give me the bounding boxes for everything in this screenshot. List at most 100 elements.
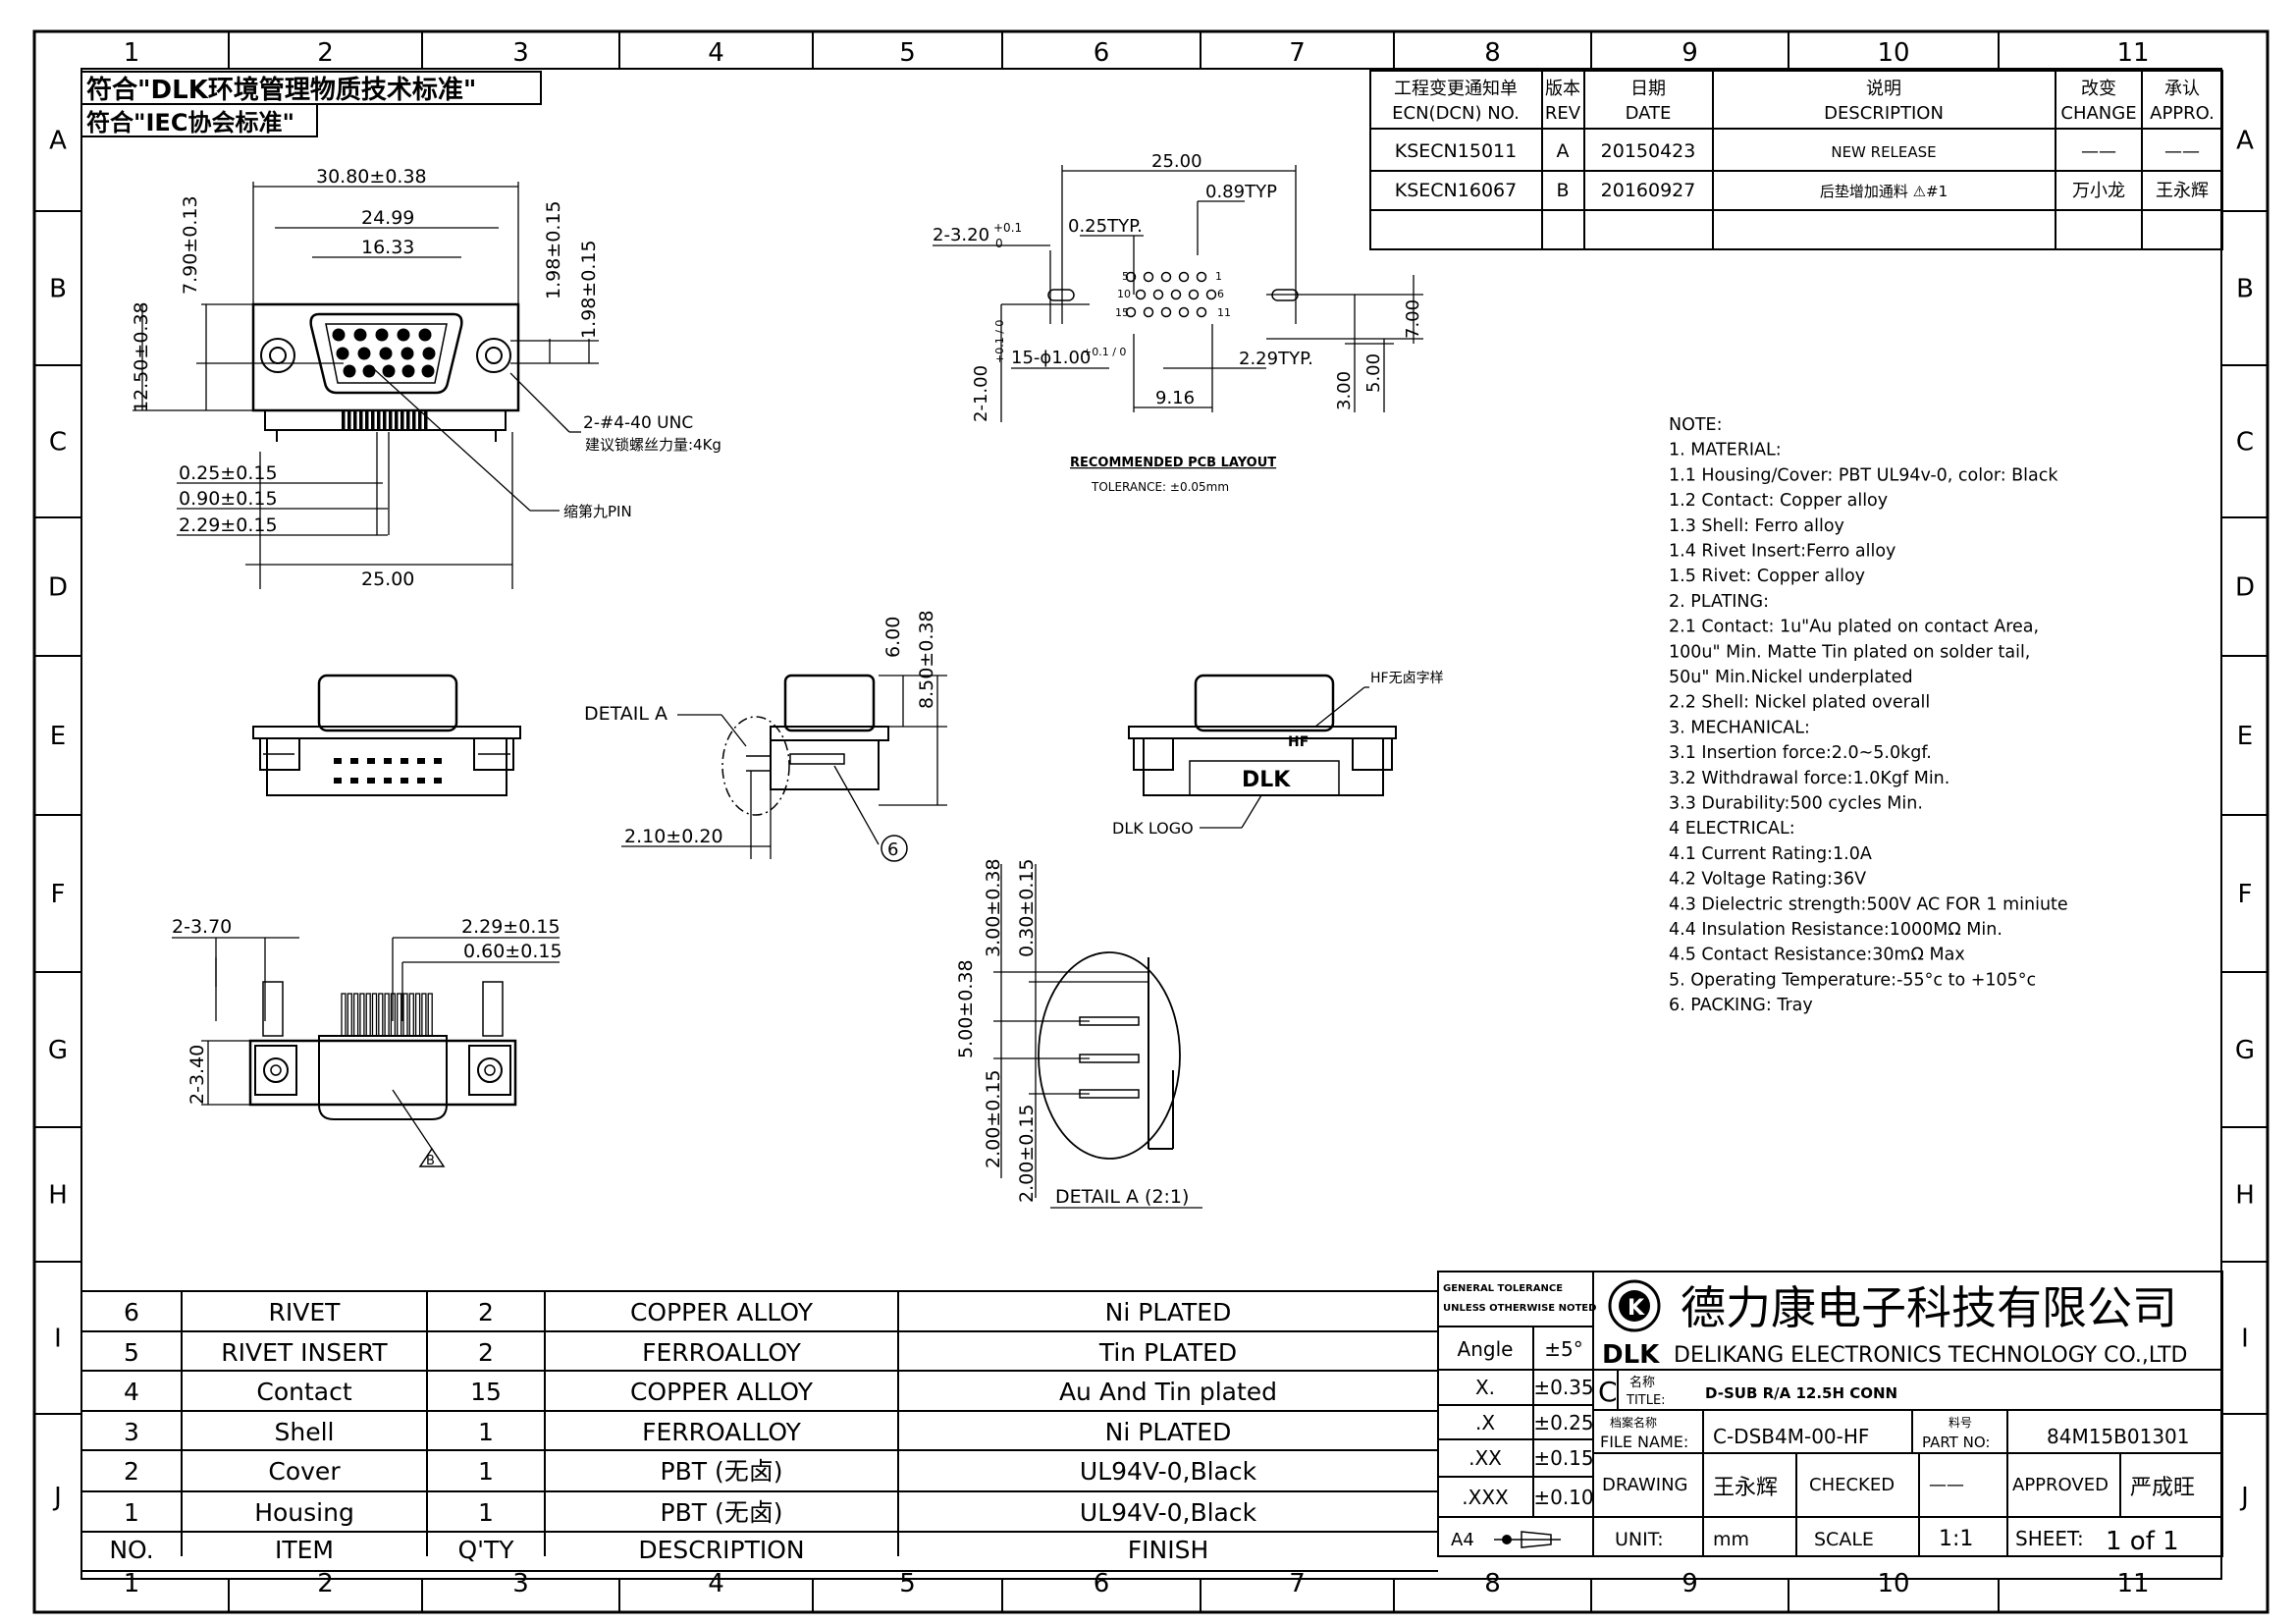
bom-cell: 3 xyxy=(124,1418,139,1446)
rear-view: HF无卤字样 HF DLK LOGO DLK xyxy=(1112,671,1444,838)
side-dim-6: 6.00 xyxy=(882,617,904,658)
row-label-left: H xyxy=(48,1181,68,1211)
pcb-hole xyxy=(1125,306,1137,318)
tolerance-block: GENERAL TOLERANCE UNLESS OTHERWISE NOTED… xyxy=(1437,1271,1596,1557)
pcb-slot-tol-lower: 0 xyxy=(995,237,1003,250)
rev-header-change-en: CHANGE xyxy=(2060,103,2136,124)
detail-caption: DETAIL A (2:1) xyxy=(1055,1186,1189,1208)
bom-cell: PBT (无卤) xyxy=(661,1498,783,1527)
pcb-hole xyxy=(1125,271,1137,283)
bottom-dim-370: 2-3.70 xyxy=(172,916,232,938)
hf-note: HF无卤字样 xyxy=(1370,671,1444,686)
contact-pin xyxy=(418,328,432,342)
dim-overall-height: 12.50±0.38 xyxy=(131,301,152,412)
pcb-hole xyxy=(1135,289,1147,300)
column-label-top: 2 xyxy=(317,38,334,68)
note-line: NOTE: xyxy=(1669,415,1723,435)
rev-row-rev: A xyxy=(1557,140,1570,162)
approved-by: 严成旺 xyxy=(2130,1476,2195,1500)
rev-row-rev: B xyxy=(1556,180,1569,201)
pcb-pin-number: 1 xyxy=(1215,270,1222,283)
row-label-right: G xyxy=(2235,1036,2255,1065)
pcb-dim-5: 5.00 xyxy=(1363,353,1384,393)
dim-inner-width: 16.33 xyxy=(361,237,414,258)
part-label-en: PART NO: xyxy=(1922,1434,1990,1451)
tolerance-key: .X xyxy=(1475,1411,1495,1435)
pcb-slot-width-tol: +0.1 / 0 xyxy=(993,320,1006,363)
rev-row-date: 20160927 xyxy=(1601,180,1696,201)
solder-tail xyxy=(384,993,390,1037)
pcb-title: RECOMMENDED PCB LAYOUT xyxy=(1070,456,1276,470)
pcb-pin-number: 10 xyxy=(1117,288,1131,300)
column-label-bottom: 8 xyxy=(1484,1569,1501,1598)
note-line: 4.2 Voltage Rating:36V xyxy=(1669,870,1866,890)
note-line: 4.4 Insulation Resistance:1000MΩ Min. xyxy=(1669,920,2002,940)
bom-header: Q'TY xyxy=(457,1536,514,1564)
rev-row-desc: 后垫增加通料 ⚠#1 xyxy=(1820,183,1948,200)
title-block: K 德力康电子科技有限公司 DLK DELIKANG ELECTRONICS T… xyxy=(1592,1271,2223,1557)
rev-row-desc: NEW RELEASE xyxy=(1831,143,1936,161)
pcb-width: 25.00 xyxy=(1151,151,1202,172)
bom-cell: Housing xyxy=(254,1498,354,1527)
checked-by: —— xyxy=(1929,1475,1964,1495)
note-line: 3.3 Durability:500 cycles Min. xyxy=(1669,794,1923,814)
bottom-view: 2-3.70 2.29±0.15 0.60±0.15 2-3.40 B xyxy=(172,916,562,1168)
contact-cavity xyxy=(417,778,425,784)
bom-header: ITEM xyxy=(275,1536,334,1564)
row-label-left: F xyxy=(51,880,66,909)
contact-pin xyxy=(343,364,356,378)
column-label-bottom: 7 xyxy=(1289,1569,1306,1598)
pcb-slot-width: 2-1.00 xyxy=(971,365,991,422)
pcb-slot-tol-upper: +0.1 xyxy=(993,221,1022,235)
checked-label: CHECKED xyxy=(1809,1475,1895,1495)
detail-d200b: 2.00±0.15 xyxy=(1016,1104,1038,1203)
solder-tail xyxy=(377,410,381,430)
file-name-value: C-DSB4M-00-HF xyxy=(1713,1425,1869,1448)
row-label-right: A xyxy=(2236,127,2254,156)
row-label-left: C xyxy=(49,428,67,458)
note-line: 1.4 Rivet Insert:Ferro alloy xyxy=(1669,542,1896,562)
detail-a-label: DETAIL A xyxy=(584,703,667,725)
contact-pin xyxy=(397,328,410,342)
pcb-layout-view: 25.00 0.89TYP 2-3.20 +0.1 0 0.25TYP. 2-1… xyxy=(933,151,1423,494)
pcb-hole xyxy=(1196,306,1207,318)
note-torque: 建议锁螺丝力量:4Kg xyxy=(585,436,721,454)
contact-pin xyxy=(357,347,371,360)
detail-d300: 3.00±0.38 xyxy=(983,858,1004,957)
solder-tail xyxy=(365,410,369,430)
bom-cell: RIVET INSERT xyxy=(221,1338,388,1367)
pcb-pin-number: 15 xyxy=(1115,306,1129,319)
column-label-top: 4 xyxy=(708,38,724,68)
note-line: 1.5 Rivet: Copper alloy xyxy=(1669,567,1865,586)
dim-bottom-width: 25.00 xyxy=(361,568,414,590)
contact-pin xyxy=(382,364,396,378)
bom-cell: RIVET xyxy=(269,1298,342,1326)
hf-mark: HF xyxy=(1288,734,1308,750)
bom-cell: Tin PLATED xyxy=(1098,1338,1237,1367)
tol-size: A4 xyxy=(1451,1530,1474,1550)
side-view: DETAIL A 6.00 8.50±0.38 2.10±0.20 6 xyxy=(584,610,947,862)
note-line: 4.5 Contact Resistance:30mΩ Max xyxy=(1669,946,1965,965)
column-label-top: 5 xyxy=(899,38,916,68)
column-label-bottom: 6 xyxy=(1094,1569,1110,1598)
solder-tail xyxy=(424,410,428,430)
pcb-hole xyxy=(1143,271,1154,283)
column-label-bottom: 4 xyxy=(708,1569,724,1598)
solder-tail xyxy=(353,410,357,430)
note-line: 1.1 Housing/Cover: PBT UL94v-0, color: B… xyxy=(1669,465,2058,485)
bom-cell: 2 xyxy=(478,1298,494,1326)
approved-label: APPROVED xyxy=(2012,1475,2109,1495)
contact-cavity xyxy=(434,758,442,764)
compliance-line1: 符合"DLK环境管理物质技术标准" xyxy=(86,75,476,105)
column-label-top: 9 xyxy=(1682,38,1698,68)
part-label-cn: 料号 xyxy=(1949,1416,1972,1430)
file-label-cn: 档案名称 xyxy=(1610,1415,1657,1430)
tolerance-key: .XX xyxy=(1468,1446,1502,1470)
column-label-bottom: 9 xyxy=(1682,1569,1698,1598)
unit-label: UNIT: xyxy=(1615,1529,1664,1550)
sheet-value: 1 of 1 xyxy=(2106,1527,2179,1556)
bom-cell: Cover xyxy=(268,1457,341,1486)
dim-a: 0.25±0.15 xyxy=(179,462,278,484)
contact-pin xyxy=(379,347,393,360)
rev-row-appro: 王永辉 xyxy=(2156,181,2209,201)
